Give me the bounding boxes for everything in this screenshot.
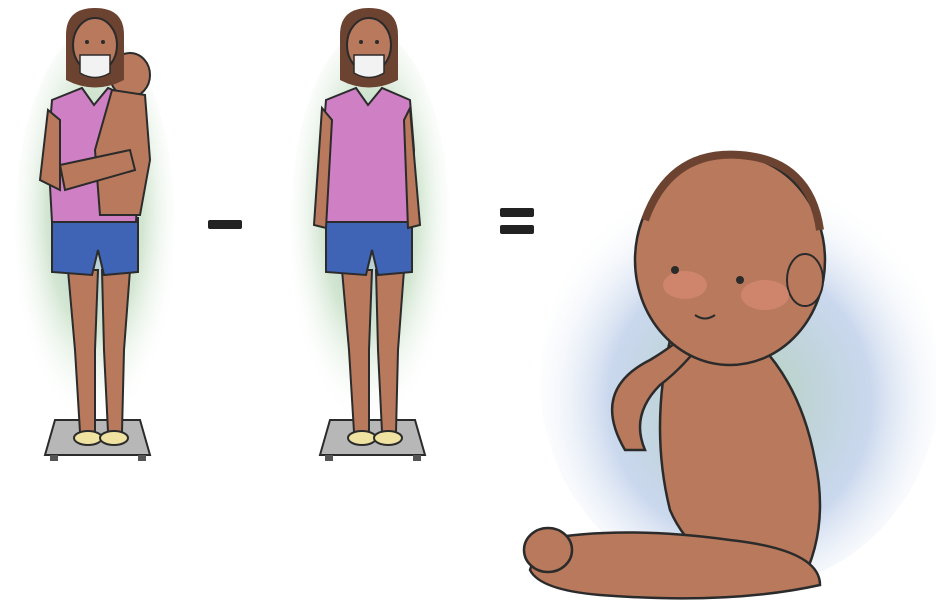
eye bbox=[736, 276, 744, 284]
shoe bbox=[74, 431, 102, 445]
baby-ear bbox=[787, 254, 823, 306]
eye bbox=[671, 266, 679, 274]
shirt bbox=[322, 88, 414, 222]
baby-foot bbox=[524, 528, 572, 572]
cheek bbox=[741, 280, 789, 310]
sitting-baby bbox=[500, 130, 936, 609]
mother-holding-baby-on-scale bbox=[0, 0, 200, 470]
shorts bbox=[326, 218, 412, 275]
shoe bbox=[348, 431, 376, 445]
shoe bbox=[100, 431, 128, 445]
shorts bbox=[52, 218, 138, 275]
minus-icon bbox=[208, 220, 242, 229]
face-mask bbox=[80, 55, 110, 78]
shoe bbox=[374, 431, 402, 445]
mother-alone-on-scale bbox=[270, 0, 470, 470]
cheek bbox=[663, 271, 707, 299]
face-mask bbox=[354, 55, 384, 78]
